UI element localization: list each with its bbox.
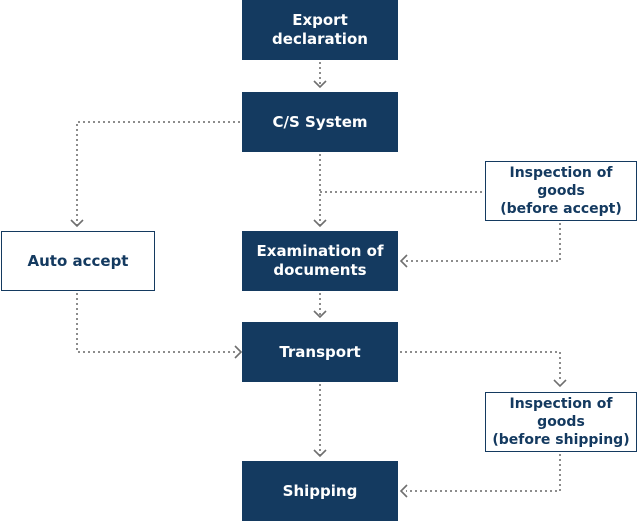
- export-declaration-box: Export declaration: [242, 0, 398, 60]
- export-declaration-label: Export declaration: [272, 11, 368, 48]
- arrow-head-examination-side: [399, 254, 408, 268]
- inspection-before-shipping-label: Inspection of goods (before shipping): [492, 396, 630, 448]
- transport-box: Transport: [242, 322, 398, 382]
- examination-of-documents-box: Examination of documents: [242, 231, 398, 291]
- arrow-head-shipping: [313, 449, 327, 458]
- examination-of-documents-label: Examination of documents: [256, 242, 384, 279]
- arrow-head-examination: [313, 219, 327, 228]
- inspection-before-accept-label: Inspection of goods (before accept): [500, 165, 622, 217]
- inspection-before-shipping-box: Inspection of goods (before shipping): [485, 392, 637, 452]
- connector-inspection-accept-to-examination: [406, 223, 561, 262]
- shipping-label: Shipping: [282, 481, 358, 500]
- connector-inspection-shipping-to-shipping: [406, 454, 561, 492]
- arrow-head-cs-system: [313, 80, 327, 89]
- shipping-box: Shipping: [242, 461, 398, 521]
- auto-accept-label: Auto accept: [27, 251, 129, 270]
- arrow-head-auto-accept: [70, 219, 84, 228]
- inspection-before-accept-box: Inspection of goods (before accept): [485, 161, 637, 221]
- cs-system-box: C/S System: [242, 92, 398, 152]
- auto-accept-box: Auto accept: [1, 231, 155, 291]
- arrow-head-transport: [313, 310, 327, 319]
- connector-auto-accept-to-transport: [76, 293, 236, 353]
- connector-cs-to-auto-accept: [76, 121, 240, 225]
- cs-system-label: C/S System: [272, 112, 368, 131]
- arrow-head-inspection-shipping: [553, 379, 567, 388]
- arrow-head-transport-side: [234, 345, 243, 359]
- transport-label: Transport: [279, 342, 361, 361]
- connector-transport-to-inspection-shipping: [400, 351, 561, 380]
- arrow-head-shipping-side: [399, 484, 408, 498]
